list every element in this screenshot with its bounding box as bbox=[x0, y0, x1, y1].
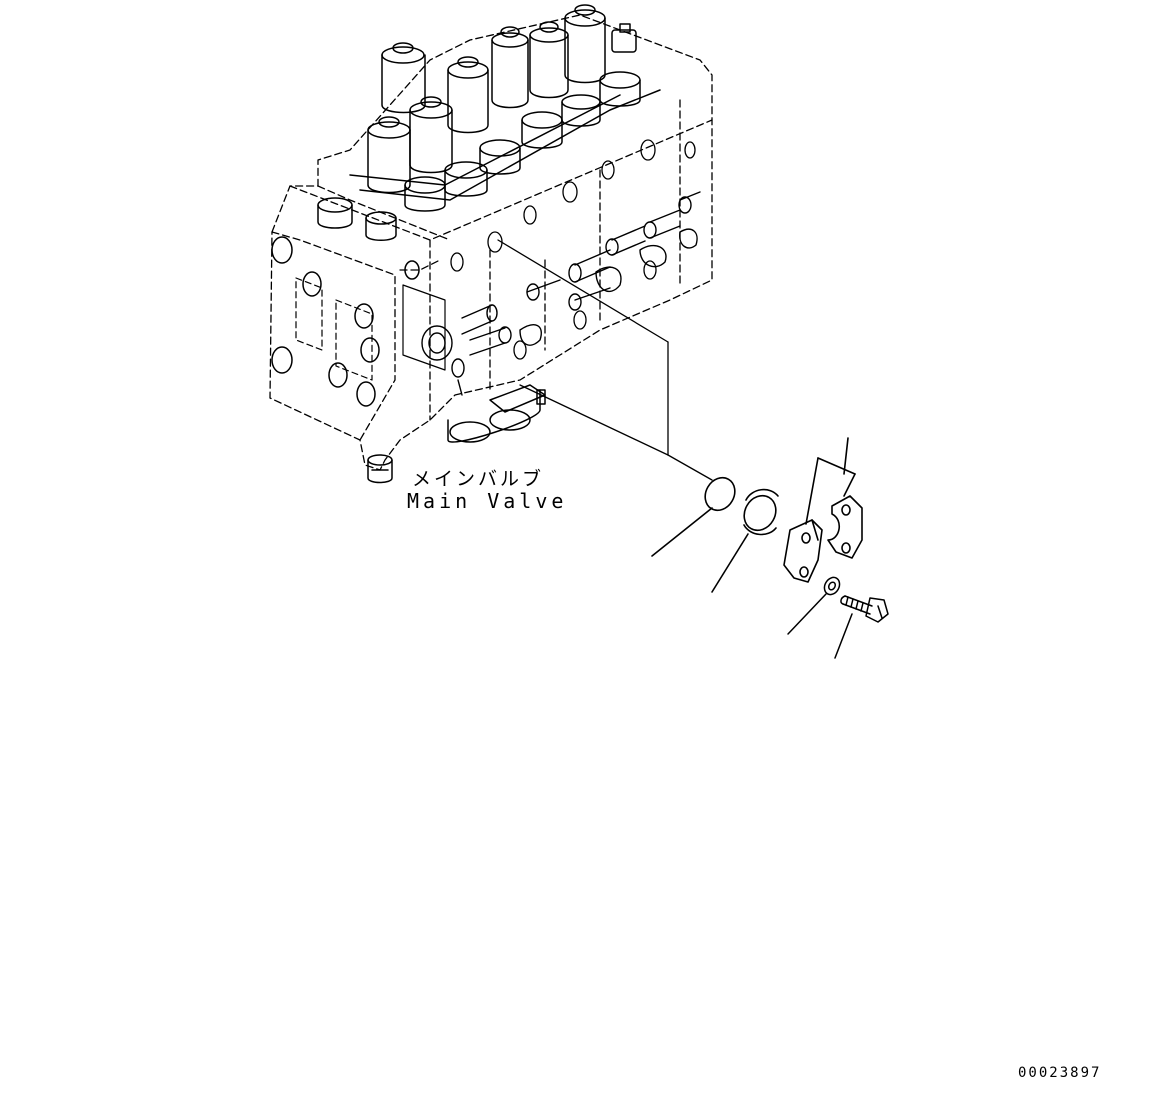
o-ring-icon bbox=[651, 476, 736, 557]
leader-lines bbox=[497, 239, 713, 481]
part-label-en: Main Valve bbox=[407, 489, 568, 513]
main-valve-illustration bbox=[269, 4, 713, 484]
washer-icon bbox=[787, 576, 841, 635]
bolt-icon bbox=[834, 595, 889, 659]
part-label-jp: メインバルブ bbox=[412, 468, 545, 490]
document-code: 00023897 bbox=[1018, 1065, 1102, 1081]
split-flange-icon bbox=[783, 437, 863, 583]
plug-icon bbox=[711, 488, 779, 593]
